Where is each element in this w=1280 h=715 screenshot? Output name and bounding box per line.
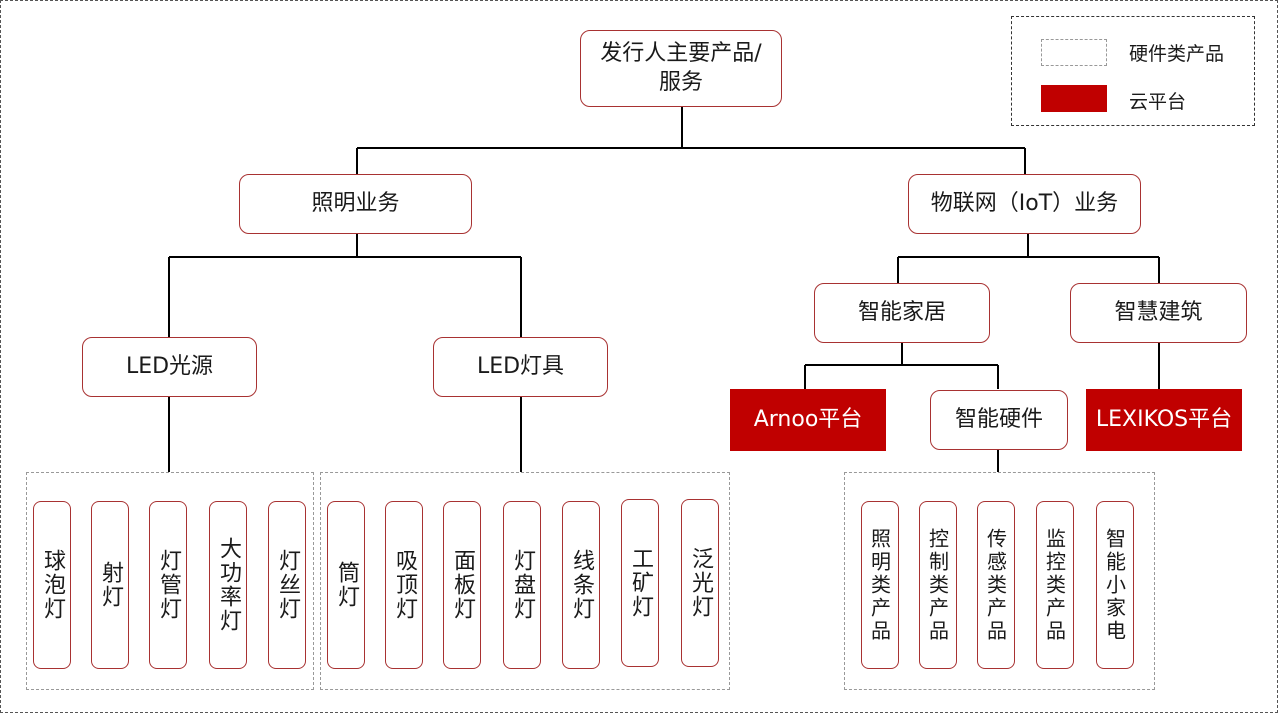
product-node: 大功率灯: [209, 501, 247, 669]
iot-node: 物联网（IoT）业务: [908, 174, 1141, 234]
root-node-label: 发行人主要产品/服务: [600, 40, 762, 95]
legend-hardware-swatch: [1041, 39, 1107, 66]
connector-root: [356, 106, 1026, 174]
legend-cloud-label: 云平台: [1129, 91, 1187, 113]
led-source-label: LED光源: [125, 353, 214, 379]
product-node: 灯盘灯: [503, 501, 541, 669]
smart-home-node: 智能家居: [814, 283, 990, 343]
arnoo-platform-node: Arnoo平台: [730, 389, 886, 451]
product-node: 吸顶灯: [385, 501, 423, 669]
lighting-node-label: 照明业务: [311, 190, 400, 216]
smart-building-node: 智慧建筑: [1070, 283, 1247, 343]
product-node: 工矿灯: [621, 499, 659, 667]
lighting-node: 照明业务: [239, 174, 472, 234]
product-node: 泛光灯: [681, 499, 719, 667]
product-node: 面板灯: [443, 501, 481, 669]
legend-cloud-swatch: [1041, 85, 1107, 112]
led-source-node: LED光源: [82, 337, 257, 397]
arnoo-platform-label: Arnoo平台: [753, 406, 863, 432]
product-node: 灯管灯: [149, 501, 187, 669]
product-node: 线条灯: [562, 501, 600, 669]
smart-home-label: 智能家居: [857, 299, 946, 325]
led-source-products-group: [26, 472, 314, 690]
connector-smart-home: [804, 343, 999, 389]
legend-hardware-label: 硬件类产品: [1129, 43, 1225, 65]
led-fixture-products-group: [320, 472, 730, 690]
product-node: 传感类产品: [977, 501, 1015, 669]
product-node: 筒灯: [327, 501, 365, 669]
smart-building-label: 智慧建筑: [1114, 299, 1203, 325]
product-node: 智能小家电: [1096, 501, 1134, 669]
product-node: 球泡灯: [33, 501, 71, 669]
root-node: 发行人主要产品/服务: [580, 30, 782, 107]
lexikos-platform-label: LEXIKOS平台: [1095, 406, 1233, 432]
led-fixture-label: LED灯具: [476, 353, 565, 379]
lexikos-platform-node: LEXIKOS平台: [1086, 389, 1242, 451]
product-node: 照明类产品: [861, 501, 899, 669]
product-node: 射灯: [91, 501, 129, 669]
product-node: 控制类产品: [919, 501, 957, 669]
connector-iot: [897, 234, 1160, 283]
product-node: 监控类产品: [1036, 501, 1074, 669]
smart-hardware-label: 智能硬件: [954, 406, 1043, 432]
smart-hardware-node: 智能硬件: [930, 390, 1068, 450]
legend: 硬件类产品 云平台: [1011, 16, 1255, 126]
product-node: 灯丝灯: [268, 501, 306, 669]
iot-node-label: 物联网（IoT）业务: [930, 190, 1119, 216]
smart-hardware-products-group: [844, 472, 1155, 690]
connector-lighting: [168, 234, 522, 337]
led-fixture-node: LED灯具: [433, 337, 608, 397]
